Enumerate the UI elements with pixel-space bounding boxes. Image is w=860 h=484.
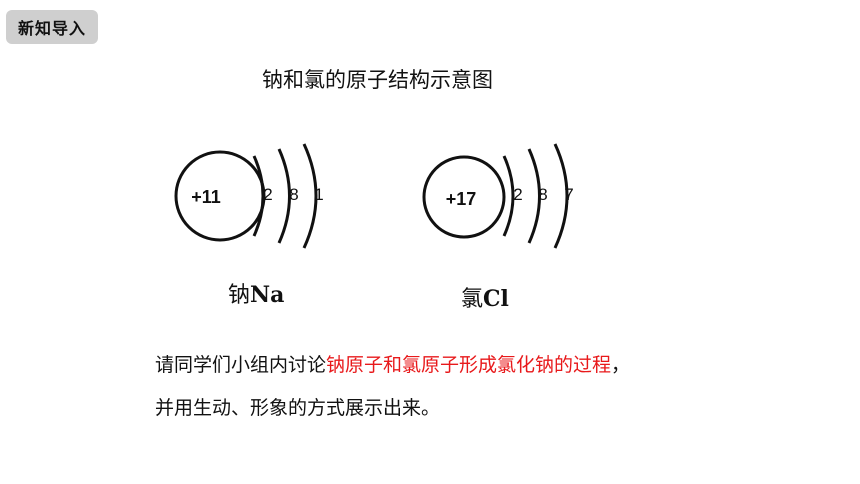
chlorine-atom: +17 2 8 7: [422, 143, 574, 249]
chlorine-nucleus-circle: [422, 155, 506, 239]
sodium-shell-1-count: 2: [263, 185, 272, 204]
task-line-1-suffix: ，: [611, 354, 631, 376]
chlorine-shell-3-arc: [553, 143, 569, 249]
sodium-label: 钠Na: [228, 277, 284, 309]
task-line-2: 并用生动、形象的方式展示出来。: [155, 397, 441, 419]
sodium-name: 钠: [228, 283, 251, 308]
page-title-text: 钠和氯的原子结构示意图: [262, 68, 493, 92]
sodium-symbol: Na: [250, 282, 285, 308]
chlorine-symbol: Cl: [483, 286, 509, 312]
sodium-shell-2-count: 8: [289, 185, 298, 204]
chlorine-label: 氯Cl: [461, 281, 509, 313]
chlorine-shell-3-count: 7: [564, 185, 573, 204]
task-line-1: 请同学们小组内讨论钠原子和氯原子形成氯化钠的过程，: [155, 350, 630, 377]
chlorine-shell-1-arc: [502, 155, 515, 237]
chlorine-shell-2-count: 8: [538, 185, 547, 204]
task-line-1-prefix: 请同学们小组内讨论: [155, 354, 327, 376]
chlorine-shell-2-arc: [527, 148, 541, 244]
section-badge: 新知导入: [6, 10, 98, 44]
sodium-shell-3-arc: [302, 143, 318, 249]
chlorine-shell-1-count: 2: [513, 185, 522, 204]
sodium-shell-3-count: 1: [314, 185, 323, 204]
sodium-atom: +11 2 8 1: [174, 143, 324, 249]
sodium-nucleus-charge: +11: [191, 187, 221, 207]
sodium-shell-1-arc: [252, 155, 265, 237]
sodium-shell-2-arc: [277, 148, 291, 244]
chlorine-nucleus-charge: +17: [446, 189, 477, 209]
chlorine-name: 氯: [461, 287, 484, 312]
task-line-1-highlight: 钠原子和氯原子形成氯化钠的过程: [326, 354, 612, 376]
